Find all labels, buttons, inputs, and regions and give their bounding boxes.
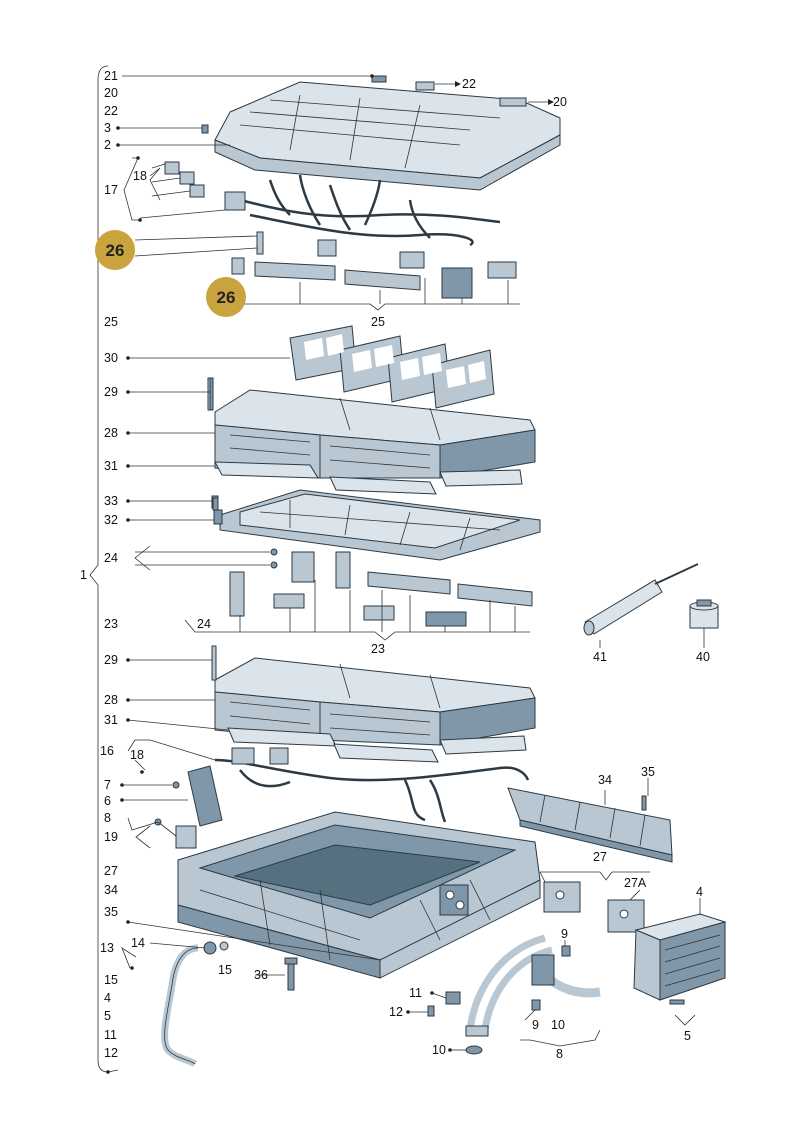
callout-36: 36 <box>254 968 268 982</box>
label-30: 30 <box>104 351 118 365</box>
label-16: 16 <box>100 744 114 758</box>
label-19: 19 <box>104 830 118 844</box>
label-20: 20 <box>104 86 118 100</box>
left-column-labels: 21 20 22 3 2 17 18 25 30 29 28 31 33 32 … <box>80 69 232 1060</box>
callout-11: 11 <box>409 986 422 1000</box>
coolant-pipes-8 <box>445 934 601 1037</box>
label-11: 11 <box>104 1028 117 1042</box>
busbar-set-upper <box>231 251 517 299</box>
battery-top-cover <box>201 75 561 191</box>
label-8: 8 <box>104 811 111 825</box>
badge-label: 26 <box>106 241 125 260</box>
badge-26-lower: 26 <box>206 277 246 317</box>
callout-12: 12 <box>389 1005 403 1019</box>
main-bracket <box>89 65 109 1073</box>
label-14: 14 <box>131 936 145 950</box>
label-29: 29 <box>104 653 118 667</box>
callout-24: 24 <box>197 617 211 631</box>
battery-module-row-lower <box>211 645 536 746</box>
badge-label: 26 <box>217 288 236 307</box>
label-13: 13 <box>100 941 114 955</box>
battery-housing-tray <box>177 811 541 979</box>
label-4: 4 <box>104 991 111 1005</box>
callout-40: 40 <box>696 650 710 664</box>
thermal-pads-upper <box>214 461 523 495</box>
callout-34: 34 <box>598 773 612 787</box>
tool-41 <box>583 563 699 636</box>
wiring-harness-upper <box>164 161 501 257</box>
label-32: 32 <box>104 513 118 527</box>
callout-4: 4 <box>696 885 703 899</box>
label-1: 1 <box>80 568 87 582</box>
label-21: 21 <box>104 69 118 83</box>
label-35: 35 <box>104 905 118 919</box>
callout-9: 9 <box>532 1018 539 1032</box>
label-24: 24 <box>104 551 118 565</box>
badge-26-upper: 26 <box>95 230 135 270</box>
callout-10: 10 <box>551 1018 565 1032</box>
callout-27A: 27A <box>624 876 647 890</box>
label-25: 25 <box>104 315 118 329</box>
label-22: 22 <box>104 104 118 118</box>
callout-27: 27 <box>593 850 607 864</box>
callout-25: 25 <box>371 315 385 329</box>
label-6: 6 <box>104 794 111 808</box>
callout-5: 5 <box>684 1029 691 1043</box>
label-23: 23 <box>104 617 118 631</box>
label-29: 29 <box>104 385 118 399</box>
label-5: 5 <box>104 1009 111 1023</box>
busbar-set-lower <box>229 548 533 627</box>
label-12: 12 <box>104 1046 118 1060</box>
label-31: 31 <box>104 713 118 727</box>
label-2: 2 <box>104 138 111 152</box>
bolts <box>209 377 685 1055</box>
label-28: 28 <box>104 426 118 440</box>
side-cover-plate <box>507 787 673 863</box>
callout-23: 23 <box>371 642 385 656</box>
label-34: 34 <box>104 883 118 897</box>
module-connectors <box>154 765 223 849</box>
callout-35: 35 <box>641 765 655 779</box>
arrow-heads <box>106 81 554 1074</box>
callout-8: 8 <box>556 1047 563 1061</box>
control-module-4 <box>633 913 727 1001</box>
label-33: 33 <box>104 494 118 508</box>
callout-41: 41 <box>593 650 607 664</box>
leader-lines <box>107 74 705 1073</box>
callout-22: 22 <box>462 77 476 91</box>
label-18: 18 <box>130 748 144 762</box>
label-17: 17 <box>104 183 118 197</box>
cap-40 <box>689 599 719 629</box>
label-3: 3 <box>104 121 111 135</box>
label-15: 15 <box>104 973 118 987</box>
callout-labels: 22 20 25 24 23 41 40 34 35 27 27A 4 9 11… <box>197 77 710 1061</box>
callout-10: 10 <box>432 1043 446 1057</box>
wiring-harness-lower <box>214 747 530 823</box>
label-28: 28 <box>104 693 118 707</box>
coolant-hose-13 <box>161 941 229 1067</box>
callout-20: 20 <box>553 95 567 109</box>
label-18: 18 <box>133 169 147 183</box>
label-7: 7 <box>104 778 111 792</box>
label-27: 27 <box>104 864 118 878</box>
label-15: 15 <box>218 963 232 977</box>
module-tray-frame <box>211 489 541 561</box>
thermal-pads-lower <box>227 727 527 763</box>
cell-frame-gaskets <box>289 325 495 409</box>
label-31: 31 <box>104 459 118 473</box>
callout-9: 9 <box>561 927 568 941</box>
service-disconnect-parts <box>543 881 645 933</box>
